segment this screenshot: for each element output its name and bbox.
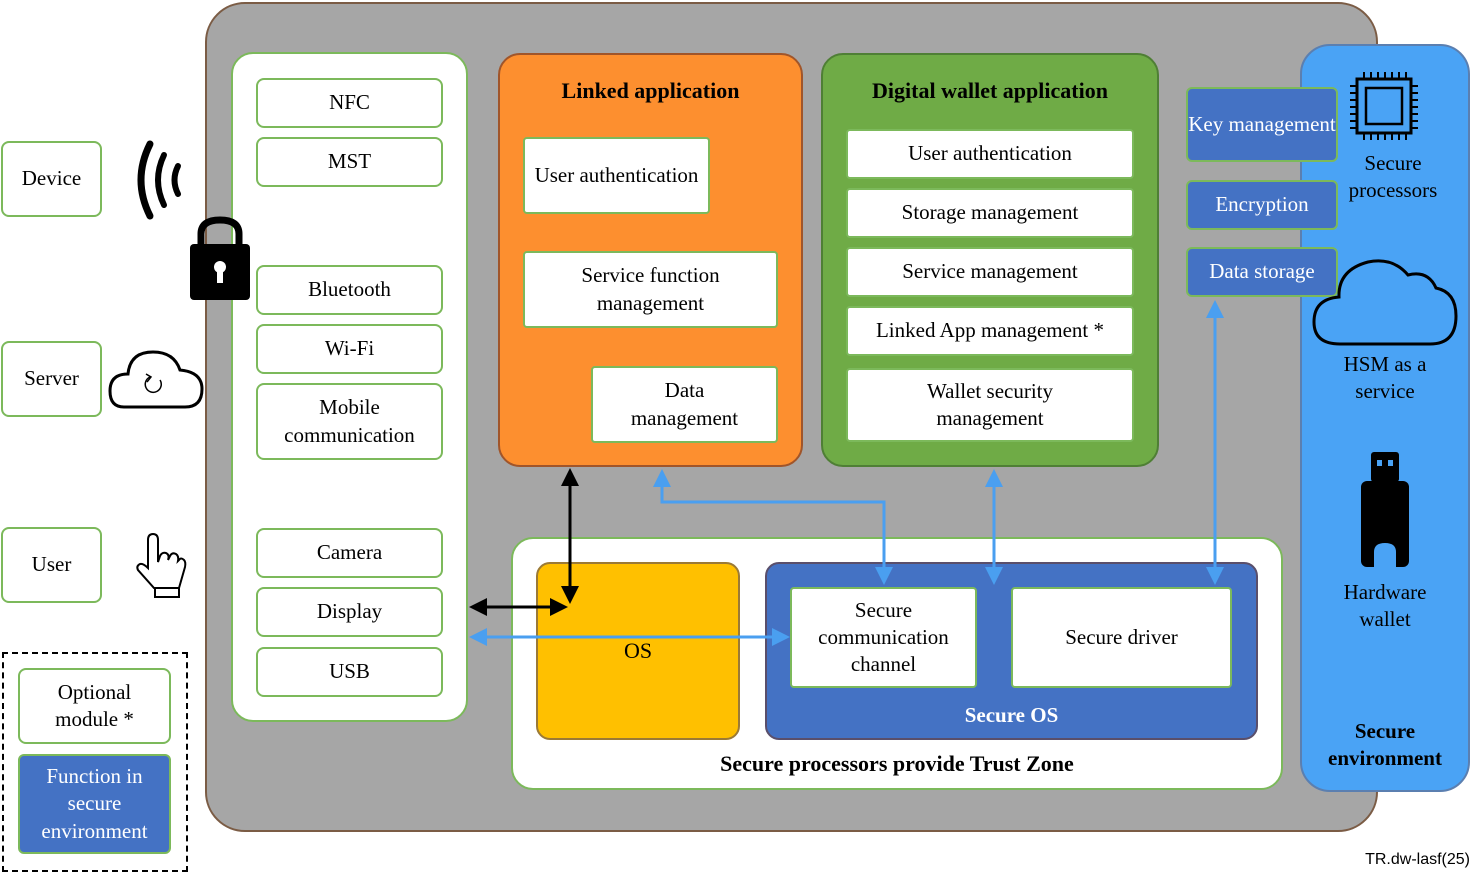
lock-icon [190, 216, 250, 300]
hsm-label: HSM as a service [1343, 352, 1427, 404]
secure-processors-label: Secure processors [1348, 151, 1438, 203]
linked-user-authentication: User authentication [523, 137, 710, 214]
secure-environment-caption: Secure environment [1328, 719, 1442, 771]
camera-module: Camera [256, 528, 443, 578]
wifi-module: Wi-Fi [256, 324, 443, 374]
hardware-wallet-label: Hardware wallet [1343, 580, 1427, 632]
encryption-function: Encryption [1186, 180, 1338, 230]
nfc-module: NFC [256, 78, 443, 128]
hardware-wallet-icon [1361, 452, 1409, 567]
linked-application-title: Linked application [561, 78, 740, 103]
wireless-icon [137, 140, 181, 220]
wallet-linked-app-management: Linked App management * [846, 306, 1134, 356]
wallet-user-authentication: User authentication [846, 129, 1134, 179]
blue-connector-arrows [469, 300, 1224, 646]
legend-optional-module: Optional module * [18, 668, 171, 744]
device-entity: Device [1, 141, 102, 217]
user-entity: User [1, 527, 102, 603]
trust-zone-caption: Secure processors provide Trust Zone [720, 751, 1074, 776]
key-management-function: Key management [1186, 87, 1338, 162]
legend [2, 652, 188, 872]
display-module: Display [256, 587, 443, 637]
wallet-storage-management: Storage management [846, 188, 1134, 238]
secure-driver: Secure driver [1011, 587, 1232, 688]
wallet-service-management: Service management [846, 247, 1134, 297]
hand-pointer-icon [136, 532, 187, 598]
linked-service-function-management: Service function management [523, 251, 778, 328]
secure-environment-panel [1300, 44, 1470, 792]
wallet-security-management: Wallet security management [846, 368, 1134, 442]
cloud-sync-icon [108, 350, 204, 409]
server-entity: Server [1, 341, 102, 417]
figure-reference: TR.dw-lasf(25) [1365, 851, 1470, 868]
chip-icon [1350, 72, 1418, 140]
usb-module: USB [256, 647, 443, 697]
black-connector-arrows [469, 468, 579, 616]
linked-data-management: Data management [591, 366, 778, 443]
mst-module: MST [256, 137, 443, 187]
secure-os-label: Secure OS [964, 703, 1059, 727]
bluetooth-module: Bluetooth [256, 265, 443, 315]
mobile-communication-module: Mobile communication [256, 383, 443, 460]
digital-wallet-title: Digital wallet application [872, 78, 1108, 103]
cloud-icon [1312, 259, 1458, 346]
legend-function-secure: Function in secure environment [18, 754, 171, 854]
secure-communication-channel: Secure communication channel [790, 587, 977, 688]
data-storage-function: Data storage [1186, 247, 1338, 297]
